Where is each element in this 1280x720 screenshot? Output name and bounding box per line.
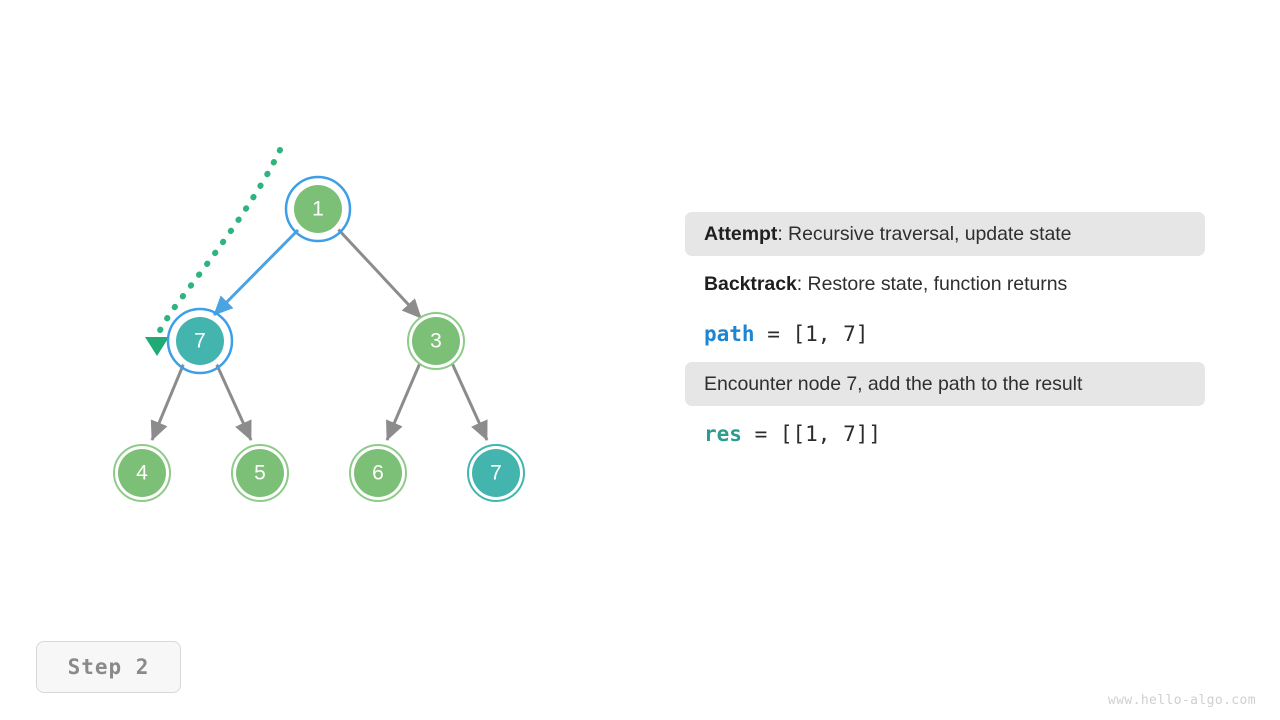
node-body [118, 449, 166, 497]
node-outer-ring [231, 444, 289, 502]
node-body [294, 185, 342, 233]
node-label: 7 [490, 462, 502, 485]
tree-node-7-left[interactable]: 7 [166, 307, 234, 375]
node-inner-ring [171, 312, 229, 370]
res-variable: res [704, 422, 742, 446]
attempt-text: : Recursive traversal, update state [777, 222, 1072, 245]
node-highlight-ring [284, 175, 352, 243]
edge-n1-n7a-active [212, 226, 302, 317]
node-highlight-ring [166, 307, 234, 375]
node-label: 6 [372, 462, 384, 485]
tree-node-1[interactable]: 1 [284, 175, 352, 243]
node-label: 1 [312, 198, 324, 221]
path-variable: path [704, 322, 755, 346]
node-body [176, 317, 224, 365]
info-line-encounter: Encounter node 7, add the path to the re… [685, 362, 1205, 406]
node-label: 4 [136, 462, 148, 485]
info-panel: Attempt: Recursive traversal, update sta… [685, 212, 1205, 462]
attempt-label: Attempt [704, 222, 778, 245]
encounter-text: Encounter node 7, add the path to the re… [704, 372, 1083, 395]
backtrack-label: Backtrack [704, 272, 797, 295]
tree-edge-active [212, 226, 302, 317]
step-badge-label: Step 2 [67, 655, 150, 679]
node-label: 7 [194, 330, 206, 353]
tree-edges-gray [150, 226, 489, 441]
edge-n3-n7b [450, 362, 489, 441]
tree-diagram: 1 7 3 4 [113, 147, 525, 502]
node-outer-ring [349, 444, 407, 502]
backtrack-text: : Restore state, function returns [796, 272, 1068, 295]
node-outer-ring [407, 312, 465, 370]
edge-n3-n6 [385, 362, 422, 441]
tree-nodes: 1 7 3 4 [113, 175, 525, 502]
backtrack-path [145, 147, 283, 356]
watermark: www.hello-algo.com [1108, 693, 1256, 708]
info-line-res-state: res = [[1, 7]] [685, 412, 1205, 456]
tree-node-6[interactable]: 6 [349, 444, 407, 502]
tree-node-4[interactable]: 4 [113, 444, 171, 502]
node-inner-ring [289, 180, 347, 238]
info-line-backtrack: Backtrack: Restore state, function retur… [685, 262, 1205, 306]
res-expression: = [[1, 7]] [741, 422, 882, 446]
backtrack-arrowhead-icon [145, 337, 169, 356]
node-label: 3 [430, 330, 442, 353]
info-line-path-state: path = [1, 7] [685, 312, 1205, 356]
path-expression: = [1, 7] [754, 322, 869, 346]
edge-n7a-n4 [150, 362, 186, 441]
node-outer-ring [467, 444, 525, 502]
backtrack-path-curve [154, 147, 283, 339]
step-badge: Step 2 [36, 641, 181, 693]
tree-node-3[interactable]: 3 [407, 312, 465, 370]
tree-node-7-leaf[interactable]: 7 [467, 444, 525, 502]
node-body [236, 449, 284, 497]
tree-svg: 1 7 3 4 [113, 147, 525, 502]
edge-n7a-n5 [214, 362, 253, 441]
edge-n1-n3 [335, 226, 423, 320]
node-outer-ring [113, 444, 171, 502]
node-label: 5 [254, 462, 266, 485]
node-body [472, 449, 520, 497]
tree-node-5[interactable]: 5 [231, 444, 289, 502]
node-body [412, 317, 460, 365]
info-line-attempt: Attempt: Recursive traversal, update sta… [685, 212, 1205, 256]
watermark-text: www.hello-algo.com [1107, 693, 1256, 708]
node-body [354, 449, 402, 497]
